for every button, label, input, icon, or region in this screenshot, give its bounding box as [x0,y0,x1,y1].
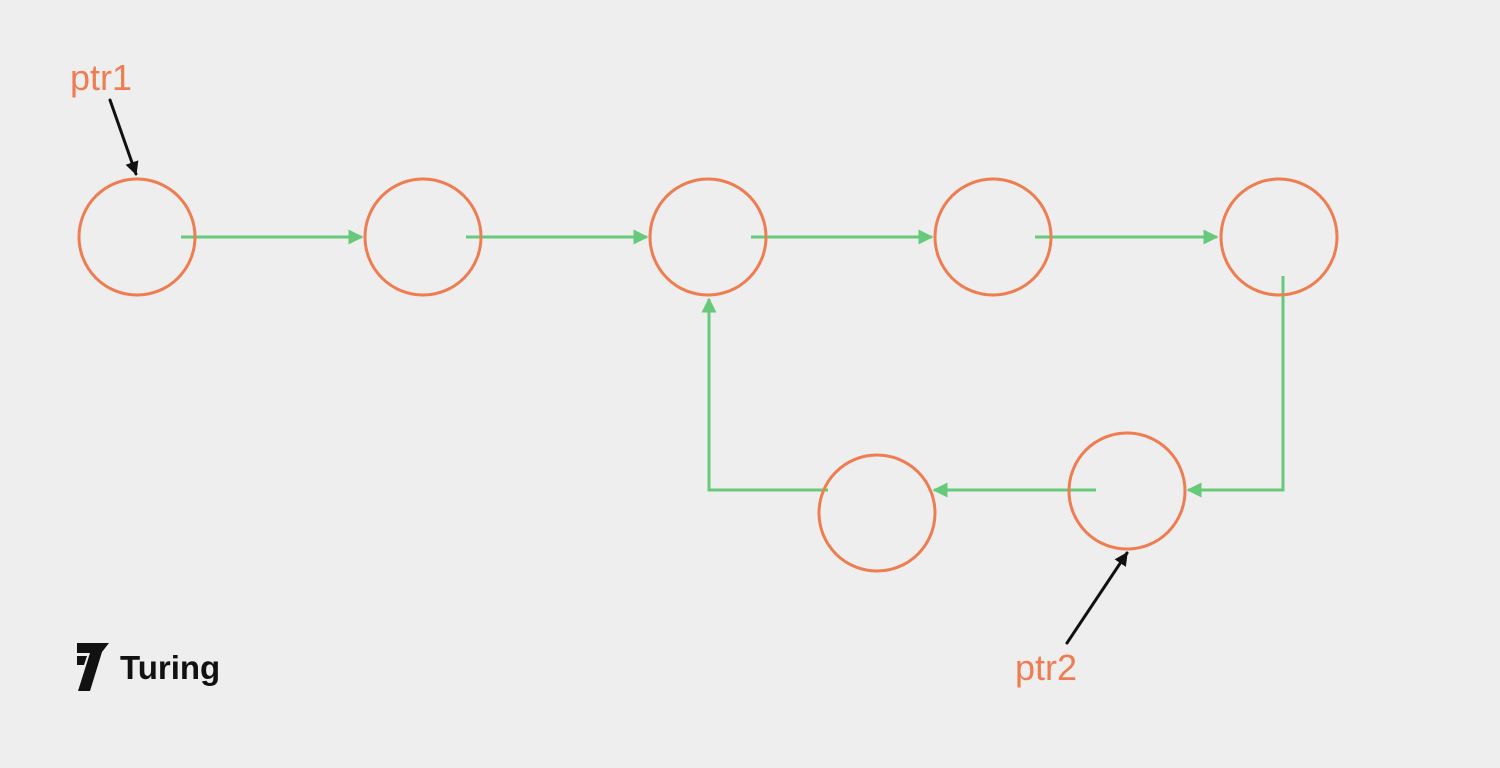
link-node5-to-node6 [1186,276,1285,498]
turing-logo: Turing [76,642,220,692]
list-node-5 [1219,177,1339,297]
ptr2-label: ptr2 [1015,647,1078,688]
link-node7-to-node3 [701,297,828,492]
list-node-7 [817,453,937,573]
ptr2-arrow [1065,551,1129,645]
links [181,229,1285,498]
list-node-4 [933,177,1053,297]
ptr1-arrow [108,98,139,176]
ptr1-label: ptr1 [70,57,133,98]
turing-logo-icon [77,643,109,691]
list-node-2 [363,177,483,297]
pointer-arrows [108,98,1129,645]
list-node-3 [648,177,768,297]
brand-name: Turing [120,648,221,686]
list-node-1 [77,177,197,297]
nodes [77,177,1339,573]
list-node-6 [1067,431,1187,551]
